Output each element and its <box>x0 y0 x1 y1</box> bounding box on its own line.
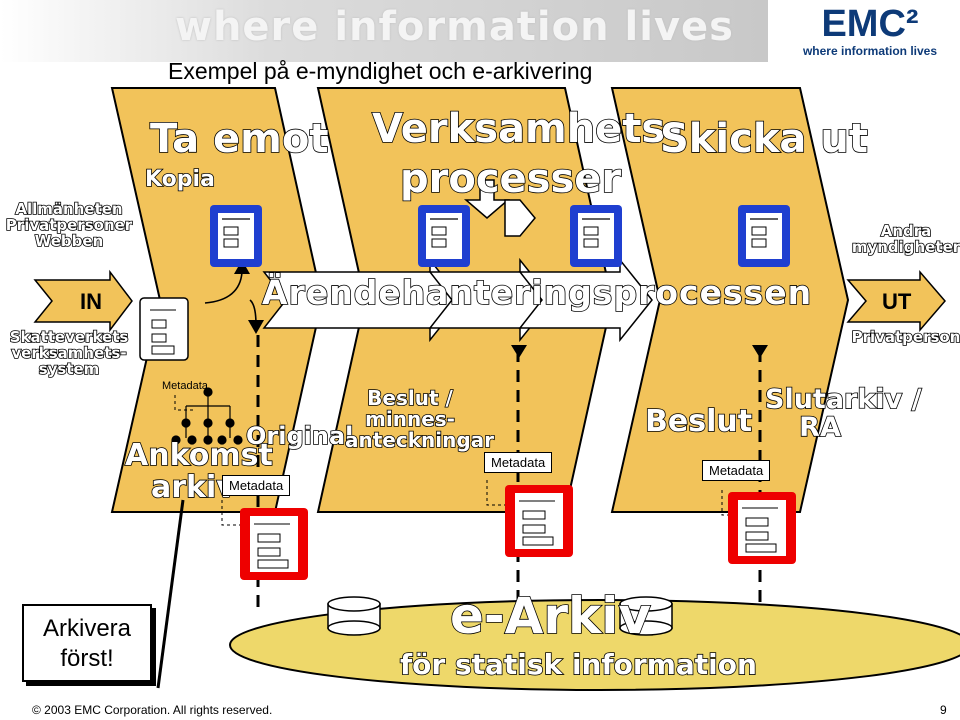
callout-line <box>156 499 185 689</box>
earchive-subtitle: för statisk information <box>399 648 758 681</box>
curve-up <box>204 271 243 304</box>
left-label-skatteverkets: Skatteverkets <box>9 328 129 346</box>
left-upper-labels: Allmänheten Privatpersoner Webben <box>4 200 134 250</box>
arkivera-callout: Arkivera först! <box>22 604 152 682</box>
ankomst-arkiv: Ankomst arkiv <box>124 438 273 505</box>
db-cylinder-2 <box>619 596 673 636</box>
left-label-verksamhets: verksamhets- <box>11 343 128 362</box>
divider-arrow-2 <box>504 199 536 237</box>
beslut-minnes-line3: anteckningar <box>344 428 495 452</box>
logo-mark: EMC² <box>821 3 919 45</box>
red-scroll-1 <box>240 508 308 580</box>
db-cylinders <box>327 596 673 636</box>
dotted-ankomst <box>221 500 245 526</box>
right-upper-labels: Andra myndigheter <box>846 222 960 256</box>
right-lower-labels: Privatperson <box>846 328 960 346</box>
center-band-label: Ärendehanteringsprocessen <box>261 273 813 312</box>
blue-scrolls <box>210 205 790 267</box>
logo-tagline: where information lives <box>802 44 938 58</box>
footer-copyright: © 2003 EMC Corporation. All rights reser… <box>32 703 273 717</box>
metadata-box-slutarkiv: Metadata <box>702 460 771 481</box>
ut-label: UT <box>882 289 912 314</box>
dotted-beslut <box>486 480 510 506</box>
arrowhead-slutarkiv <box>752 345 768 358</box>
earchive-title: e-Arkiv <box>449 587 652 645</box>
right-label-myndigheter: myndigheter <box>851 237 960 256</box>
left-label-webben: Webben <box>34 231 104 250</box>
earchive-ellipse <box>229 599 960 691</box>
metadata-box-beslut: Metadata <box>484 452 553 473</box>
metadata-tree-label: Metadata <box>162 380 208 392</box>
red-scroll-2 <box>505 485 573 557</box>
stage-skicka-ut: Skicka ut <box>659 116 869 162</box>
beslut-minnes: Beslut / minnes- anteckningar <box>344 386 495 452</box>
chevron-skicka-ut <box>610 87 850 513</box>
red-scroll-3 <box>728 492 796 564</box>
beslut-label: Beslut <box>644 404 753 439</box>
stage-verksamhet-line2: processer <box>399 156 622 202</box>
arrowhead-down <box>248 320 264 334</box>
red-scrolls <box>240 485 796 580</box>
arkivera-line2: först! <box>60 645 114 672</box>
left-label-allmanheten: Allmänheten <box>15 200 124 218</box>
stage-kopia: Kopia <box>144 167 216 192</box>
slutarkiv-line2: RA <box>798 412 841 444</box>
dotted-tree <box>174 395 195 411</box>
blue-scroll-3 <box>570 205 622 267</box>
page-number: 9 <box>940 703 947 717</box>
blue-scroll-4 <box>738 205 790 267</box>
slide-title: Exempel på e-myndighet och e-arkivering <box>168 58 593 84</box>
tree-icon <box>171 387 243 445</box>
right-label-privatperson: Privatperson <box>851 328 960 346</box>
arrowhead-beslut <box>511 345 527 358</box>
ankomst-line1: Ankomst <box>124 438 273 473</box>
original-label: Original <box>245 422 354 450</box>
left-lower-labels: Skatteverkets verksamhets- system <box>4 328 134 378</box>
center-band-arrows <box>262 257 653 343</box>
slutarkiv-line1: Slutarkiv / <box>764 384 922 415</box>
in-label: IN <box>80 289 102 314</box>
beslut-minnes-line1: Beslut / <box>366 386 453 410</box>
left-label-system: system <box>38 359 100 378</box>
beslut-minnes-line2: minnes- <box>364 407 456 431</box>
db-cylinder-1 <box>327 596 381 636</box>
stage-verksamhet-line1: Verksamhets- <box>371 106 682 152</box>
arkivera-line1: Arkivera <box>42 615 132 642</box>
ut-arrow <box>846 269 946 333</box>
right-label-andra: Andra <box>880 222 932 240</box>
slutarkiv-ra: Slutarkiv / RA <box>764 384 922 444</box>
blue-scroll-2 <box>418 205 470 267</box>
metadata-box-ankomst: Metadata <box>222 475 291 496</box>
emc-logo: EMC² where information lives <box>790 4 950 64</box>
divider-arrow-1 <box>463 179 511 219</box>
blue-scroll-1 <box>210 205 262 267</box>
top-banner <box>0 0 768 62</box>
banner-tagline: where information lives <box>175 4 734 50</box>
stage-ta-emot: Ta emot <box>149 116 329 162</box>
white-scroll <box>139 297 189 361</box>
in-arrow <box>33 269 133 333</box>
left-label-privatpersoner: Privatpersoner <box>5 215 133 234</box>
